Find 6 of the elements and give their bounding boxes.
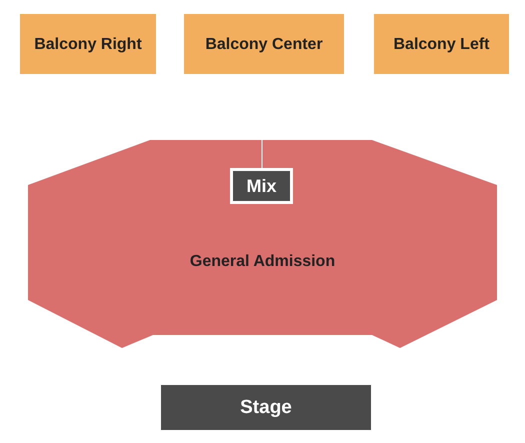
seating-section: Balcony Left <box>374 14 509 74</box>
section-label: General Admission <box>188 252 336 272</box>
seating-section: Balcony Center <box>184 14 344 74</box>
stage-block: Stage <box>161 385 371 430</box>
seating-section: Balcony Right <box>20 14 156 74</box>
mix-position: Mix <box>230 168 293 204</box>
